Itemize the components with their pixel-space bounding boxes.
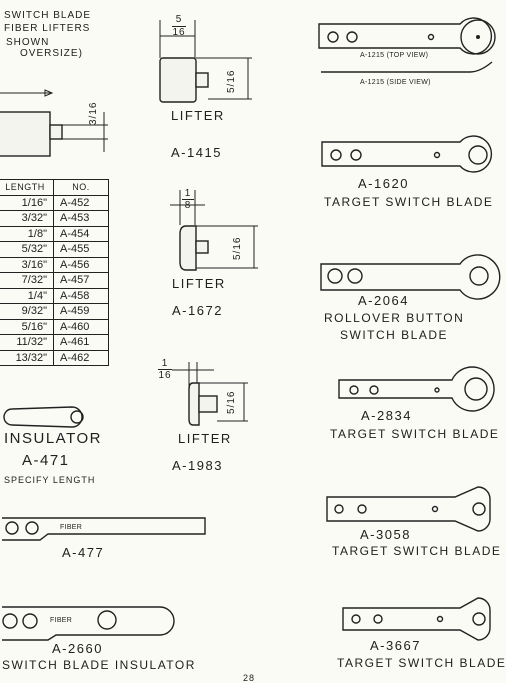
length-cell: 1/4" xyxy=(0,287,54,304)
a471-note: SPECIFY LENGTH xyxy=(4,475,96,485)
table-row: 5/16"A-460 xyxy=(0,318,109,335)
header-line-4: OVERSIZE) xyxy=(20,48,83,59)
header-line-2: FIBER LIFTERS xyxy=(4,23,91,34)
number-cell: A-454 xyxy=(53,225,109,242)
number-cell: A-462 xyxy=(53,349,109,366)
a1620-code: A-1620 xyxy=(358,176,409,191)
a477-code: A-477 xyxy=(62,545,105,560)
table-header-row: LENGTH NO. xyxy=(0,179,109,196)
a1415-code: A-1415 xyxy=(171,145,222,160)
a1983-label: LIFTER xyxy=(178,431,232,446)
a471-label: INSULATOR xyxy=(4,430,102,447)
a2064-desc-line2: SWITCH BLADE xyxy=(340,328,449,342)
a1672-side-fraction: 5/16 xyxy=(232,236,243,260)
length-cell: 1/16" xyxy=(0,194,54,211)
table-row: 3/32"A-453 xyxy=(0,210,109,227)
length-cell: 11/32" xyxy=(0,334,54,351)
a3058-code: A-3058 xyxy=(360,527,411,542)
a1983-side-fraction: 5/16 xyxy=(226,390,237,414)
a2834-desc: TARGET SWITCH BLADE xyxy=(330,427,500,441)
a3058-desc: TARGET SWITCH BLADE xyxy=(332,544,502,558)
a1983-code: A-1983 xyxy=(172,458,223,473)
number-cell: A-455 xyxy=(53,241,109,258)
a477-fiber-text: FIBER xyxy=(60,524,83,531)
number-cell: A-452 xyxy=(53,194,109,211)
a2660-desc: SWITCH BLADE INSULATOR xyxy=(2,658,196,672)
length-cell: 3/32" xyxy=(0,210,54,227)
length-cell: 13/32" xyxy=(0,349,54,366)
header-line-3: SHOWN xyxy=(6,37,50,48)
a1672-label: LIFTER xyxy=(172,276,226,291)
length-cell: 5/32" xyxy=(0,241,54,258)
a1620-drawing xyxy=(321,135,493,173)
table-row: 3/16"A-456 xyxy=(0,256,109,273)
a2660-code: A-2660 xyxy=(52,641,103,656)
page-number: 28 xyxy=(243,673,256,683)
table-header-length: LENGTH xyxy=(0,179,54,196)
number-cell: A-458 xyxy=(53,287,109,304)
number-cell: A-459 xyxy=(53,303,109,320)
table-row: 1/8"A-454 xyxy=(0,225,109,242)
a2064-desc-line1: ROLLOVER BUTTON xyxy=(324,311,465,325)
a1620-desc: TARGET SWITCH BLADE xyxy=(324,195,494,209)
table-header-number: NO. xyxy=(53,179,109,196)
a2660-drawing xyxy=(2,606,175,641)
a1415-lifter-drawing xyxy=(159,20,252,103)
a2064-drawing xyxy=(320,254,501,300)
length-cell: 3/16" xyxy=(0,256,54,273)
length-cell: 1/8" xyxy=(0,225,54,242)
table-row: 9/32"A-459 xyxy=(0,303,109,320)
number-cell: A-461 xyxy=(53,334,109,351)
a1672-code: A-1672 xyxy=(172,303,223,318)
a3667-code: A-3667 xyxy=(370,638,421,653)
a1215-drawing xyxy=(318,17,496,73)
number-cell: A-456 xyxy=(53,256,109,273)
a471-code: A-471 xyxy=(22,452,70,469)
number-cell: A-453 xyxy=(53,210,109,227)
table-row: 7/32"A-457 xyxy=(0,272,109,289)
number-cell: A-460 xyxy=(53,318,109,335)
table-row: 13/32"A-462 xyxy=(0,349,109,366)
a1215-side-view-label: A-1215 (SIDE VIEW) xyxy=(360,79,431,86)
a2064-code: A-2064 xyxy=(358,293,409,308)
a3667-desc: TARGET SWITCH BLADE xyxy=(337,656,506,670)
a1415-label: LIFTER xyxy=(171,108,225,123)
a2834-code: A-2834 xyxy=(361,408,412,423)
number-cell: A-457 xyxy=(53,272,109,289)
left-side-fraction: 3/16 xyxy=(88,101,99,125)
header-line-1: SWITCH BLADE xyxy=(4,10,92,21)
length-cell: 9/32" xyxy=(0,303,54,320)
length-table: LENGTH NO. 1/16"A-452 3/32"A-453 1/8"A-4… xyxy=(0,179,109,366)
a1672-lifter-drawing xyxy=(170,190,258,271)
a471-insulator-drawing xyxy=(3,406,84,428)
table-row: 1/4"A-458 xyxy=(0,287,109,304)
a2660-fiber-text: FIBER xyxy=(50,617,73,624)
table-row: 5/32"A-455 xyxy=(0,241,109,258)
a1215-top-view-label: A-1215 (TOP VIEW) xyxy=(360,52,429,59)
left-lifter-drawing xyxy=(0,89,108,157)
a477-drawing xyxy=(2,517,206,541)
a1415-side-fraction: 5/16 xyxy=(226,69,237,93)
length-cell: 7/32" xyxy=(0,272,54,289)
length-cell: 5/16" xyxy=(0,318,54,335)
a3667-drawing xyxy=(342,597,491,641)
a1983-lifter-drawing xyxy=(172,362,248,426)
a3058-drawing xyxy=(326,486,491,532)
a2834-drawing xyxy=(338,366,495,412)
table-row: 11/32"A-461 xyxy=(0,334,109,351)
table-row: 1/16"A-452 xyxy=(0,194,109,211)
